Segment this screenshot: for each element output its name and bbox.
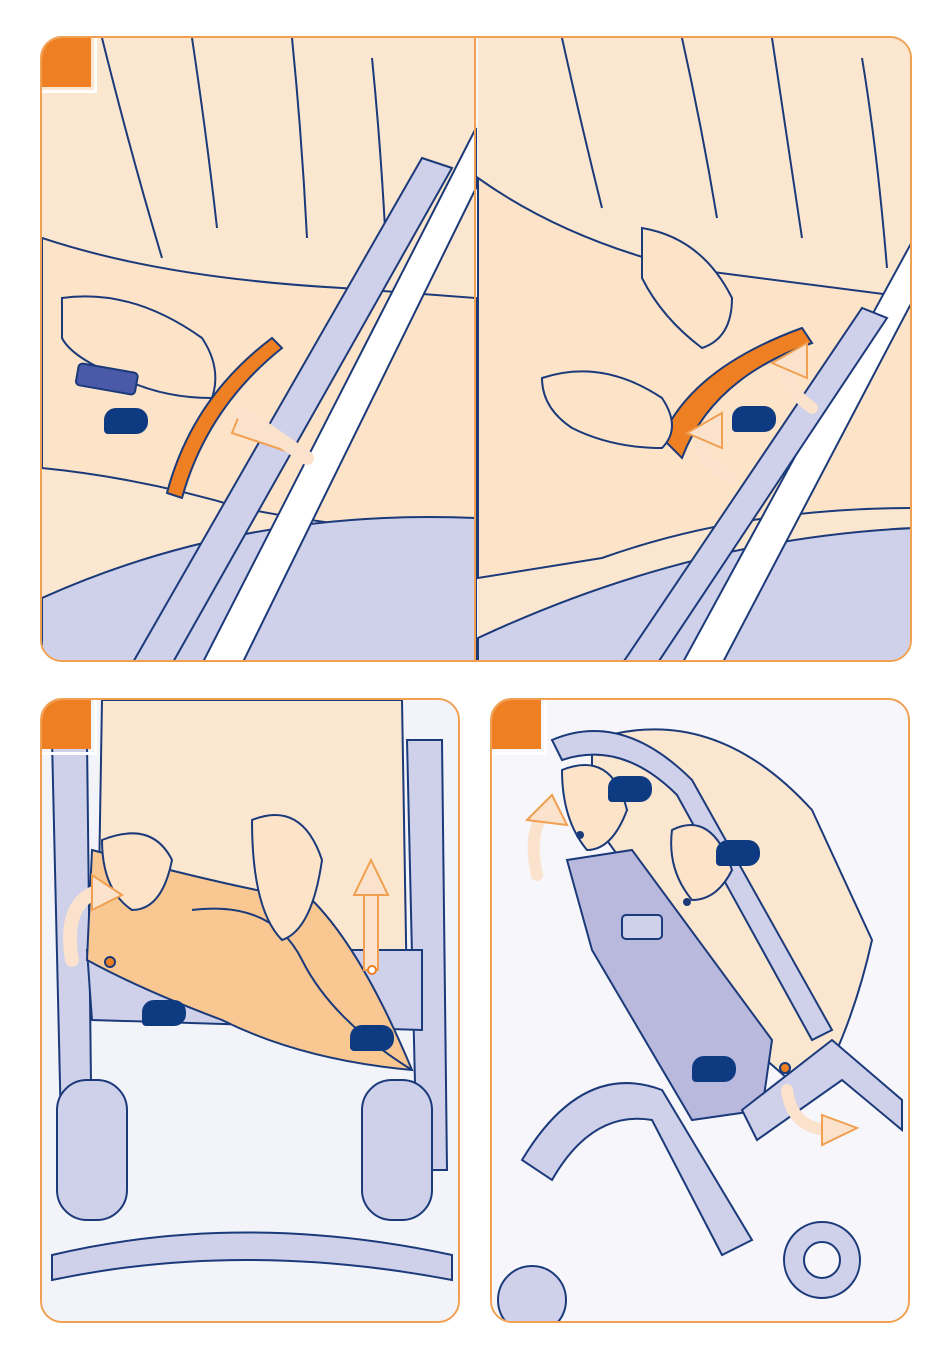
callout-label-5 bbox=[608, 776, 652, 802]
panel-divider bbox=[474, 38, 476, 660]
callout-label-3 bbox=[142, 1000, 186, 1026]
step-tab-1 bbox=[42, 38, 91, 87]
callout-label-7 bbox=[692, 1056, 736, 1082]
illustration-top bbox=[42, 38, 912, 662]
illustration-strap-pull bbox=[478, 38, 912, 662]
panel-top bbox=[40, 36, 912, 662]
illustration-strap-insert bbox=[42, 38, 476, 662]
callout-label-4 bbox=[350, 1025, 394, 1051]
callout-label-6 bbox=[716, 840, 760, 866]
illustration-stroller-side bbox=[492, 700, 910, 1323]
step-tab-4 bbox=[492, 700, 541, 749]
callout-label-2 bbox=[732, 406, 776, 432]
panel-3 bbox=[40, 698, 460, 1323]
callout-label-1 bbox=[104, 408, 148, 434]
panel-4 bbox=[490, 698, 910, 1323]
step-tab-3 bbox=[42, 700, 91, 749]
illustration-seat-fabric bbox=[42, 700, 460, 1323]
